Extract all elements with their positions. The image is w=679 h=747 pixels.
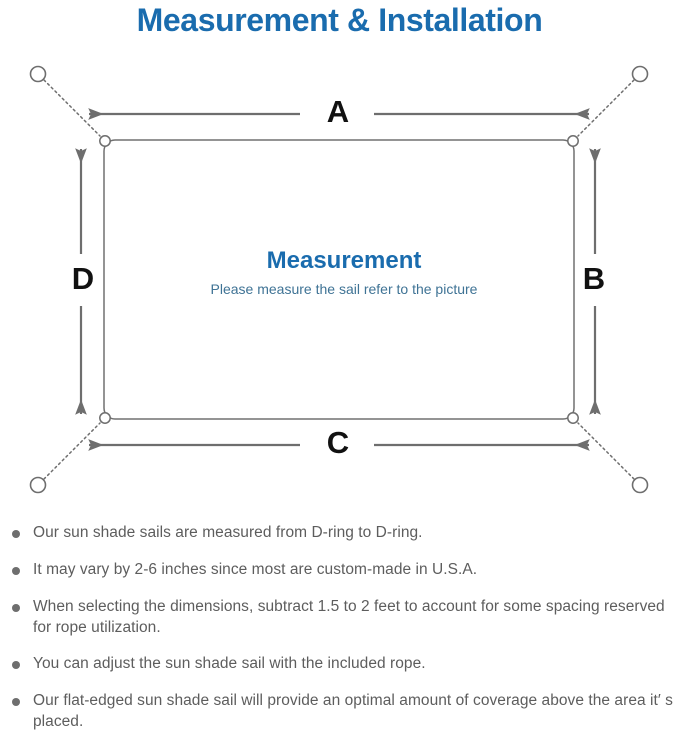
d-ring-top-left-icon [99, 135, 111, 147]
d-ring-top-right-icon [567, 135, 579, 147]
d-ring-bottom-left-icon [99, 412, 111, 424]
bullet-icon [12, 698, 20, 706]
dimension-d-label: D [72, 261, 94, 296]
list-item: When selecting the dimensions, subtract … [0, 596, 679, 638]
dimension-d: D [72, 148, 94, 415]
list-item: Our sun shade sails are measured from D-… [0, 522, 679, 544]
diagram-center-title: Measurement [267, 247, 422, 274]
dimension-a-label: A [327, 94, 349, 129]
rope-line-bottom-right [577, 422, 635, 480]
dimension-b: B [583, 148, 605, 415]
notes-list: Our sun shade sails are measured from D-… [0, 522, 679, 747]
list-item: Our flat-edged sun shade sail will provi… [0, 690, 679, 732]
dimension-c: C [88, 425, 590, 460]
note-text: It may vary by 2-6 inches since most are… [33, 561, 478, 578]
page-title: Measurement & Installation [136, 2, 543, 38]
list-item: It may vary by 2-6 inches since most are… [0, 559, 679, 581]
anchor-bottom-left-icon [29, 476, 47, 494]
rope-line-bottom-left [43, 422, 101, 480]
d-rings [99, 135, 579, 424]
anchor-top-right-icon [631, 65, 649, 83]
d-ring-bottom-right-icon [567, 412, 579, 424]
anchor-bottom-right-icon [631, 476, 649, 494]
note-text: You can adjust the sun shade sail with t… [33, 655, 426, 672]
dimension-c-label: C [327, 425, 349, 460]
bullet-icon [12, 661, 20, 669]
measurement-diagram: A C D B Measurement Please measure the s… [0, 44, 679, 520]
rope-line-top-left [43, 79, 101, 137]
note-text: Our flat-edged sun shade sail will provi… [33, 692, 673, 730]
diagram-center-subtitle: Please measure the sail refer to the pic… [211, 281, 478, 297]
rope-line-top-right [577, 79, 635, 137]
note-text: When selecting the dimensions, subtract … [33, 598, 665, 636]
anchor-points [29, 65, 649, 494]
bullet-icon [12, 604, 20, 612]
list-item: You can adjust the sun shade sail with t… [0, 653, 679, 675]
dimension-a: A [88, 94, 590, 129]
dimension-b-label: B [583, 261, 605, 296]
note-text: Our sun shade sails are measured from D-… [33, 524, 423, 541]
anchor-top-left-icon [29, 65, 47, 83]
sail-body [103, 139, 575, 420]
bullet-icon [12, 567, 20, 575]
bullet-icon [12, 530, 20, 538]
